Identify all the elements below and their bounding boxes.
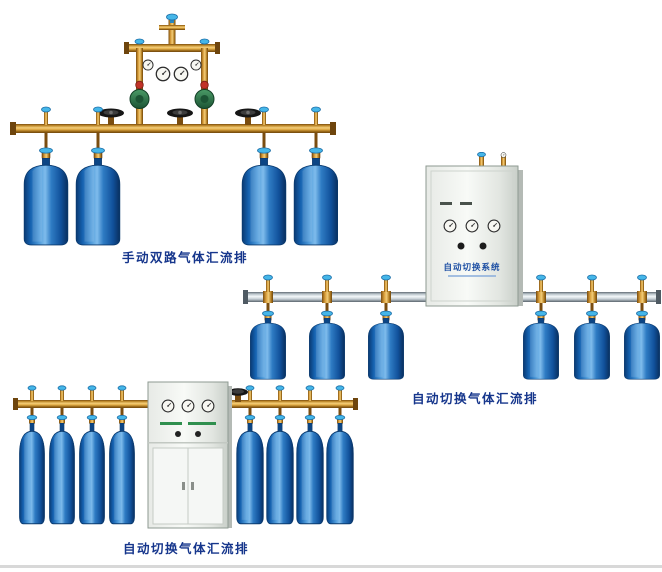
caption-auto-switch-manifold: 自动切换气体汇流排 [411,391,538,406]
valve-handwheel [235,108,261,125]
cylinder-station [241,106,287,246]
valve-handwheel [98,108,124,125]
gas-cylinder [250,318,286,380]
indicator-label [160,422,182,425]
control-knob [175,431,181,437]
cylinder-station [624,274,660,380]
cylinder-station [78,385,106,525]
gas-cylinder [624,318,660,380]
top-valve-assembly [159,13,185,47]
gas-cylinder [266,423,294,525]
cylinder-station [236,385,264,525]
pressure-regulator-right [194,80,215,109]
cylinder-station [48,385,76,525]
gas-cylinder [296,423,324,525]
pressure-gauge [201,399,215,413]
caption-manual-dual-manifold: 手动双路气体汇流排 [121,250,248,265]
control-cabinet: 自动切换系统 [425,152,523,307]
gas-cylinder [108,423,136,525]
cylinder-station [293,106,338,246]
cabinet-label: 自动切换系统 [443,262,500,273]
pressure-gauge [465,219,479,233]
cylinder-station [326,385,354,525]
pressure-regulator-left [129,80,150,109]
pressure-gauge [161,399,175,413]
pressure-gauge [181,399,195,413]
pressure-gauges [142,59,202,82]
bottom-divider [0,565,662,568]
cylinder-station [368,274,404,380]
gas-cylinder [48,423,76,525]
cylinder-station [250,274,286,380]
cylinder-station [75,106,121,246]
caption-auto-switch-manifold-cabinet: 自动切换气体汇流排 [122,541,249,556]
cylinder-station [574,274,610,380]
gas-cylinder [236,423,264,525]
pressure-gauge [443,219,457,233]
gas-cylinder [523,318,559,380]
gas-cylinder [309,318,345,380]
auto-switch-manifold-image: 自动切换系统 [243,152,661,380]
main-manifold-pipe [10,122,336,135]
gas-cylinder [326,423,354,525]
door-handle [191,482,194,490]
cylinder-station [309,274,345,380]
indicator-label [188,422,216,425]
cylinder-station [23,106,69,246]
cylinder-station [18,385,46,525]
gas-cylinder [574,318,610,380]
valve-handwheel [228,388,248,402]
door-handle [182,482,185,490]
vent-slot [440,202,452,205]
gas-cylinder [75,158,121,246]
cylinder-station [266,385,294,525]
auto-switch-manifold-cabinet-image [13,381,358,529]
gas-cylinder [368,318,404,380]
control-cabinet [147,381,232,529]
cylinder-station [108,385,136,525]
manual-dual-manifold-image [10,13,338,246]
control-knob [195,431,201,437]
control-knob [457,242,465,250]
control-knob [479,242,487,250]
vent-slot [460,202,472,205]
valve-handwheel [167,108,193,125]
gas-cylinder [18,423,46,525]
gas-cylinder [23,158,69,246]
gas-cylinder [78,423,106,525]
cylinder-station [523,274,559,380]
cylinder-station [296,385,324,525]
pressure-gauge [487,219,501,233]
